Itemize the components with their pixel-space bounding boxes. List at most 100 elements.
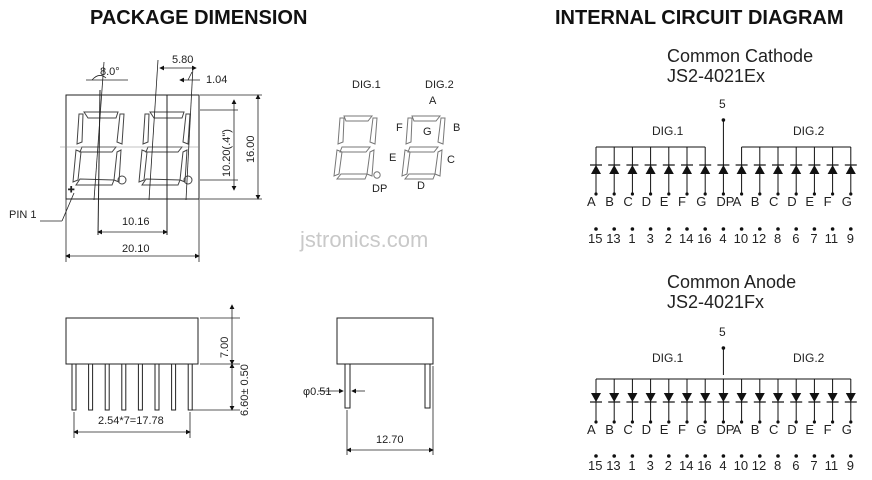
cc-pin-number: 7 xyxy=(810,231,817,246)
ca-seg-label: G xyxy=(696,422,706,437)
ca-pin-number: 8 xyxy=(774,458,781,473)
cc-diode xyxy=(791,165,802,174)
seg-thick-label: 1.04 xyxy=(206,74,227,86)
cc-dig2-label: DIG.2 xyxy=(793,124,825,138)
ca-seg-label: D xyxy=(787,422,796,437)
front-digit-2 xyxy=(138,111,193,186)
cc-seg-label: F xyxy=(824,194,832,209)
digit-pitch-label: 10.16 xyxy=(122,216,150,228)
ca-pin-number: 14 xyxy=(679,458,693,473)
ca-common-pin: 5 xyxy=(719,325,726,339)
ca-seg-label: F xyxy=(824,422,832,437)
ca-dig2-label: DIG.2 xyxy=(793,351,825,365)
ca-pin-number: 11 xyxy=(825,458,839,473)
ca-seg-label: F xyxy=(678,422,686,437)
pin-length-label: 6.60± 0.50 xyxy=(239,364,251,416)
side-height-label: 7.00 xyxy=(219,337,231,358)
ca-pin-number: 4 xyxy=(719,458,726,473)
cc-seg-label: C xyxy=(769,194,778,209)
cc-pin-number: 15 xyxy=(588,231,602,246)
ca-diode xyxy=(609,393,620,402)
cc-dig1-label: DIG.1 xyxy=(652,124,684,138)
legend-dig1: DIG.1 xyxy=(352,79,381,91)
cc-part: JS2-4021Ex xyxy=(667,66,765,86)
cc-seg-label: F xyxy=(678,194,686,209)
cc-diode xyxy=(845,165,856,174)
legend-digit-2 xyxy=(401,115,446,180)
cc-diode xyxy=(663,165,674,174)
ca-pin-number: 16 xyxy=(697,458,711,473)
ca-seg-label: E xyxy=(660,422,669,437)
side-pin xyxy=(171,363,177,411)
side-pin xyxy=(187,363,193,411)
cc-diode xyxy=(591,165,601,174)
angle-label: 8.0° xyxy=(100,66,120,78)
cc-diode xyxy=(645,165,656,174)
ca-seg-label: G xyxy=(842,422,852,437)
legend-digit-1 xyxy=(333,115,381,180)
ca-pin-number: 10 xyxy=(734,458,748,473)
cc-pin-number: 12 xyxy=(752,231,766,246)
side-pins xyxy=(71,363,193,411)
cc-pin-number: 3 xyxy=(647,231,654,246)
ca-diode xyxy=(809,393,820,402)
cc-seg-label: G xyxy=(842,194,852,209)
legend-seg-e: E xyxy=(389,152,396,164)
cc-seg-label: E xyxy=(805,194,814,209)
legend-seg-b: B xyxy=(453,122,460,134)
end-body-outline xyxy=(336,317,434,365)
ca-diode xyxy=(627,393,638,402)
cc-pin-number: 1 xyxy=(628,231,635,246)
cc-pin-number: 16 xyxy=(697,231,711,246)
cc-seg-label: G xyxy=(696,194,706,209)
cc-seg-label: D xyxy=(642,194,651,209)
legend-seg-d: D xyxy=(417,180,425,192)
cc-pin-number: 6 xyxy=(792,231,799,246)
pin-dia-label: φ0.51 xyxy=(303,386,332,398)
internal-circuit-title: INTERNAL CIRCUIT DIAGRAM xyxy=(555,7,844,29)
ca-diode xyxy=(682,393,692,402)
pin1-label: PIN 1 xyxy=(9,209,37,221)
cc-pin-number: 10 xyxy=(734,231,748,246)
seg-width-dim xyxy=(159,65,200,83)
digit-height-label: 10.20(.4") xyxy=(221,129,233,177)
cc-seg-label: A xyxy=(733,194,742,209)
ca-seg-label: DP xyxy=(716,422,734,437)
pin1-marker: + xyxy=(68,184,74,196)
angle-annotation xyxy=(86,75,128,81)
cc-pin-number: 2 xyxy=(665,231,672,246)
ca-pin-number: 2 xyxy=(665,458,672,473)
ca-diode xyxy=(718,393,729,402)
ca-diode xyxy=(700,393,711,402)
ca-diode xyxy=(591,393,601,402)
cc-pin-number: 4 xyxy=(719,231,726,246)
cc-common-pin: 5 xyxy=(719,97,726,111)
cc-diode xyxy=(754,165,765,174)
ca-diode xyxy=(791,393,802,402)
cc-diode xyxy=(809,165,820,174)
side-pin xyxy=(71,363,77,411)
ca-pin-number: 7 xyxy=(810,458,817,473)
side-pin xyxy=(88,363,94,411)
legend-seg-a: A xyxy=(429,95,437,107)
cc-pin-number: 11 xyxy=(825,231,839,246)
cc-diode xyxy=(609,165,620,174)
legend-seg-dp: DP xyxy=(372,183,387,195)
legend-seg-g: G xyxy=(423,126,432,138)
body-height-label: 16.00 xyxy=(245,135,257,163)
side-pin xyxy=(137,363,143,411)
body-width-label: 20.10 xyxy=(122,243,150,255)
depth-label: 12.70 xyxy=(376,434,404,446)
ca-diode xyxy=(663,393,674,402)
cc-diode xyxy=(700,165,711,174)
side-pin xyxy=(154,363,160,411)
cc-seg-label: DP xyxy=(716,194,734,209)
ca-pin-number: 3 xyxy=(647,458,654,473)
ca-pin-number: 13 xyxy=(606,458,620,473)
ca-seg-label: D xyxy=(642,422,651,437)
ca-diode xyxy=(736,393,747,402)
cc-diode xyxy=(736,165,747,174)
ca-dig1-label: DIG.1 xyxy=(652,351,684,365)
cc-diode xyxy=(682,165,692,174)
ca-seg-label: E xyxy=(805,422,814,437)
